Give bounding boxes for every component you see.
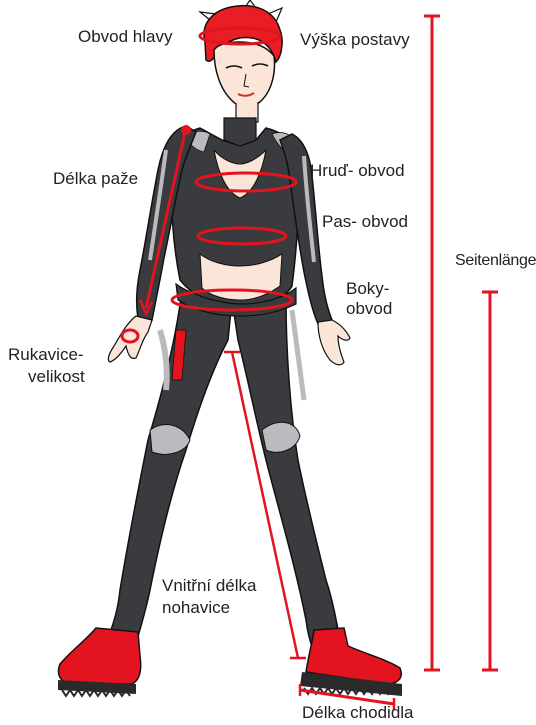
inseam-label-line1: Vnitřní délka (162, 576, 257, 596)
chest-label: Hruď- obvod (310, 161, 405, 181)
glove-size-label-line1: Rukavice- (8, 345, 84, 365)
head-circumference-label: Obvod hlavy (78, 27, 173, 47)
boots-illustration (58, 628, 402, 696)
waist-label: Pas- obvod (322, 212, 408, 232)
body-height-label: Výška postavy (300, 30, 410, 50)
hips-label-line2: obvod (346, 299, 392, 319)
inseam-label-line2: nohavice (162, 598, 230, 618)
side-length-label: Seitenlänge (455, 251, 536, 271)
hips-label-line1: Boky- (346, 279, 389, 299)
arm-length-label: Délka paže (53, 169, 138, 189)
foot-length-label: Délka chodidla (302, 703, 414, 723)
body-height-measure-bar-icon (424, 16, 440, 670)
face-illustration (214, 42, 275, 122)
arm-length-endpoint-icon (181, 125, 191, 135)
side-length-measure-bar-icon (482, 292, 498, 670)
glove-size-label-line2: velikost (28, 367, 85, 387)
